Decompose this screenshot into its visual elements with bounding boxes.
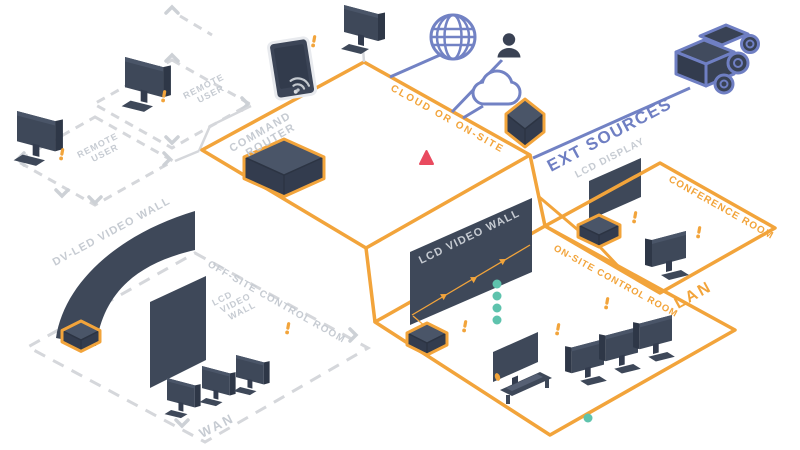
desk-console bbox=[493, 332, 552, 404]
user-icon bbox=[491, 26, 527, 62]
status-dot-icon bbox=[492, 291, 502, 301]
monitor-icon bbox=[341, 5, 385, 54]
alert-icon bbox=[554, 322, 561, 336]
chevron-down-icon bbox=[174, 418, 190, 429]
remote-zone-border bbox=[90, 58, 254, 150]
cloud-icon bbox=[471, 69, 522, 106]
status-dot-icon bbox=[492, 303, 502, 313]
tablet-icon bbox=[267, 36, 318, 101]
off-site-wall-panel bbox=[150, 276, 206, 388]
alert-icon bbox=[310, 34, 317, 48]
encoder-device-icon bbox=[506, 99, 544, 147]
connector-line bbox=[462, 104, 484, 120]
alert-icon bbox=[695, 225, 702, 239]
alert-icon bbox=[603, 296, 610, 310]
camera-cluster-icon bbox=[674, 23, 760, 95]
wifi-icon bbox=[289, 77, 311, 92]
chevron-right-icon bbox=[240, 96, 251, 112]
conference-zone-border bbox=[543, 161, 777, 295]
wan-label: WAN bbox=[197, 410, 238, 441]
decoder-device-icon bbox=[576, 213, 622, 249]
off-site-zone-border bbox=[24, 251, 372, 444]
chevron-right-icon bbox=[348, 327, 359, 343]
chevron-right-icon bbox=[162, 151, 173, 167]
alert-icon bbox=[284, 321, 291, 335]
alert-icon bbox=[461, 319, 468, 333]
monitor-icon bbox=[199, 366, 236, 407]
chevron-icons bbox=[174, 327, 359, 429]
remote-user-label: REMOTEUSER bbox=[76, 131, 125, 169]
remote-links bbox=[174, 104, 252, 163]
globe-icon bbox=[429, 13, 477, 61]
off-site-control-room-zone: DV-LED VIDEO WALL OFF-SITE CONTROL ROOM … bbox=[24, 195, 372, 444]
power-led-icon bbox=[494, 373, 501, 381]
keyboard-keys bbox=[506, 374, 543, 391]
dv-led-wall-panel bbox=[56, 211, 195, 346]
cloud-zone bbox=[389, 13, 544, 147]
chevron-down-icon bbox=[54, 188, 70, 199]
status-dot-icon bbox=[492, 315, 502, 325]
signal-line bbox=[411, 244, 531, 316]
remote-monitor-icon bbox=[121, 57, 171, 112]
conference-room-label: CONFERENCE ROOM bbox=[667, 174, 776, 242]
monitor-icon bbox=[233, 355, 270, 396]
signal-arrows bbox=[440, 259, 506, 301]
decoder-device-icon bbox=[405, 321, 449, 357]
red-marker-icon bbox=[419, 150, 434, 165]
ext-sources-zone: EXT SOURCES bbox=[532, 23, 760, 176]
arrow-icon bbox=[499, 259, 506, 266]
ext-sources-link bbox=[532, 86, 691, 160]
orange-connector-line bbox=[364, 154, 547, 323]
monitor-icon bbox=[164, 378, 201, 419]
wan-remote-zone: REMOTEUSER REMOTEUSER bbox=[13, 4, 254, 207]
desk-leg bbox=[506, 395, 510, 404]
console-monitor-icon bbox=[493, 332, 538, 382]
status-dot-icon bbox=[492, 279, 502, 289]
connector-line bbox=[174, 149, 200, 163]
chevron-up-icon bbox=[164, 4, 180, 15]
monitor-icon bbox=[633, 315, 675, 362]
chevron-up-icon bbox=[164, 52, 180, 63]
conference-monitor-icon bbox=[645, 231, 689, 280]
alert-icon bbox=[631, 210, 638, 224]
lcd-video-wall-panel bbox=[410, 198, 532, 325]
arrow-icon bbox=[440, 294, 447, 301]
dashed-link bbox=[179, 14, 213, 37]
status-dots bbox=[492, 279, 593, 423]
chevron-down-icon bbox=[87, 195, 103, 206]
remote-monitor-icon bbox=[13, 111, 63, 166]
desk-leg bbox=[545, 379, 549, 388]
connector-line bbox=[197, 104, 252, 152]
chevron-down-icon bbox=[164, 135, 180, 146]
status-dot-icon bbox=[583, 413, 593, 423]
connector-line bbox=[389, 53, 441, 79]
arrow-icon bbox=[470, 277, 477, 284]
